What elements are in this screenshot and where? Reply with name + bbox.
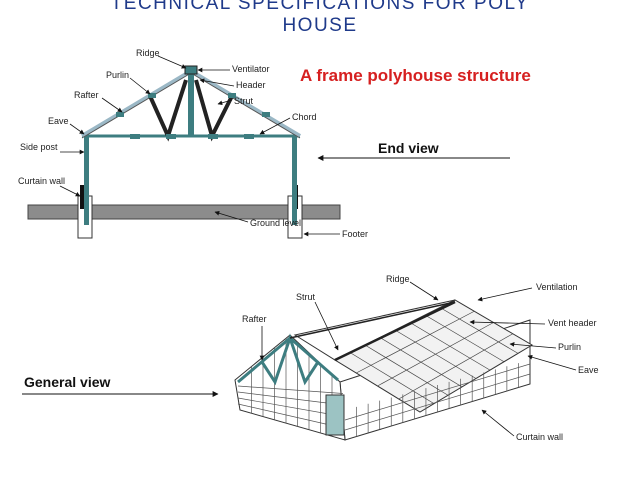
label-header: Header <box>236 80 266 90</box>
title-line-2: HOUSE <box>282 15 358 36</box>
label-ridge-general: Ridge <box>386 274 410 284</box>
end-view-label: End view <box>378 140 439 156</box>
label-ventilator: Ventilator <box>232 64 270 74</box>
label-curtain-wall-general: Curtain wall <box>516 432 563 442</box>
label-chord: Chord <box>292 112 317 122</box>
label-eave-general: Eave <box>578 365 599 375</box>
general-view-drawing: Ridge Ventilation Strut Vent header Raft… <box>234 274 599 442</box>
header-post <box>188 70 194 136</box>
label-ridge-end: Ridge <box>136 48 160 58</box>
label-eave-end: Eave <box>48 116 69 126</box>
ground-band <box>27 204 341 220</box>
door <box>325 394 345 436</box>
grid-line <box>377 322 494 387</box>
side-post-right <box>292 135 297 225</box>
label-ventilation: Ventilation <box>536 282 578 292</box>
label-purlin-general: Purlin <box>558 342 581 352</box>
label-rafter-end: Rafter <box>74 90 99 100</box>
label-strut-general: Strut <box>296 292 316 302</box>
label-side-post: Side post <box>20 142 58 152</box>
grid-line <box>344 373 531 431</box>
label-curtain-wall-end: Curtain wall <box>18 176 65 186</box>
curtain-wall-left <box>80 185 85 209</box>
label-strut-end: Strut <box>234 96 254 106</box>
grid-line <box>237 385 344 394</box>
label-vent-header: Vent header <box>548 318 597 328</box>
subtitle: A frame polyhouse structure <box>300 66 531 85</box>
end-view-drawing: Ridge Ventilator Purlin Header Rafter St… <box>18 48 368 239</box>
general-view-label: General view <box>24 374 111 390</box>
title-line-1: TECHNICAL SPECIFICATIONS FOR POLY <box>110 0 530 14</box>
grid-line <box>356 310 475 374</box>
side-post-left <box>84 135 89 225</box>
ridge-line <box>289 301 456 339</box>
rafter-left <box>80 69 193 138</box>
label-ground-level: Ground level <box>250 218 301 228</box>
label-purlin-end: Purlin <box>106 70 129 80</box>
grid-line <box>398 333 513 400</box>
label-rafter-general: Rafter <box>242 314 267 324</box>
grid-line <box>344 363 531 421</box>
label-footer: Footer <box>342 229 368 239</box>
ventilator <box>184 65 198 75</box>
